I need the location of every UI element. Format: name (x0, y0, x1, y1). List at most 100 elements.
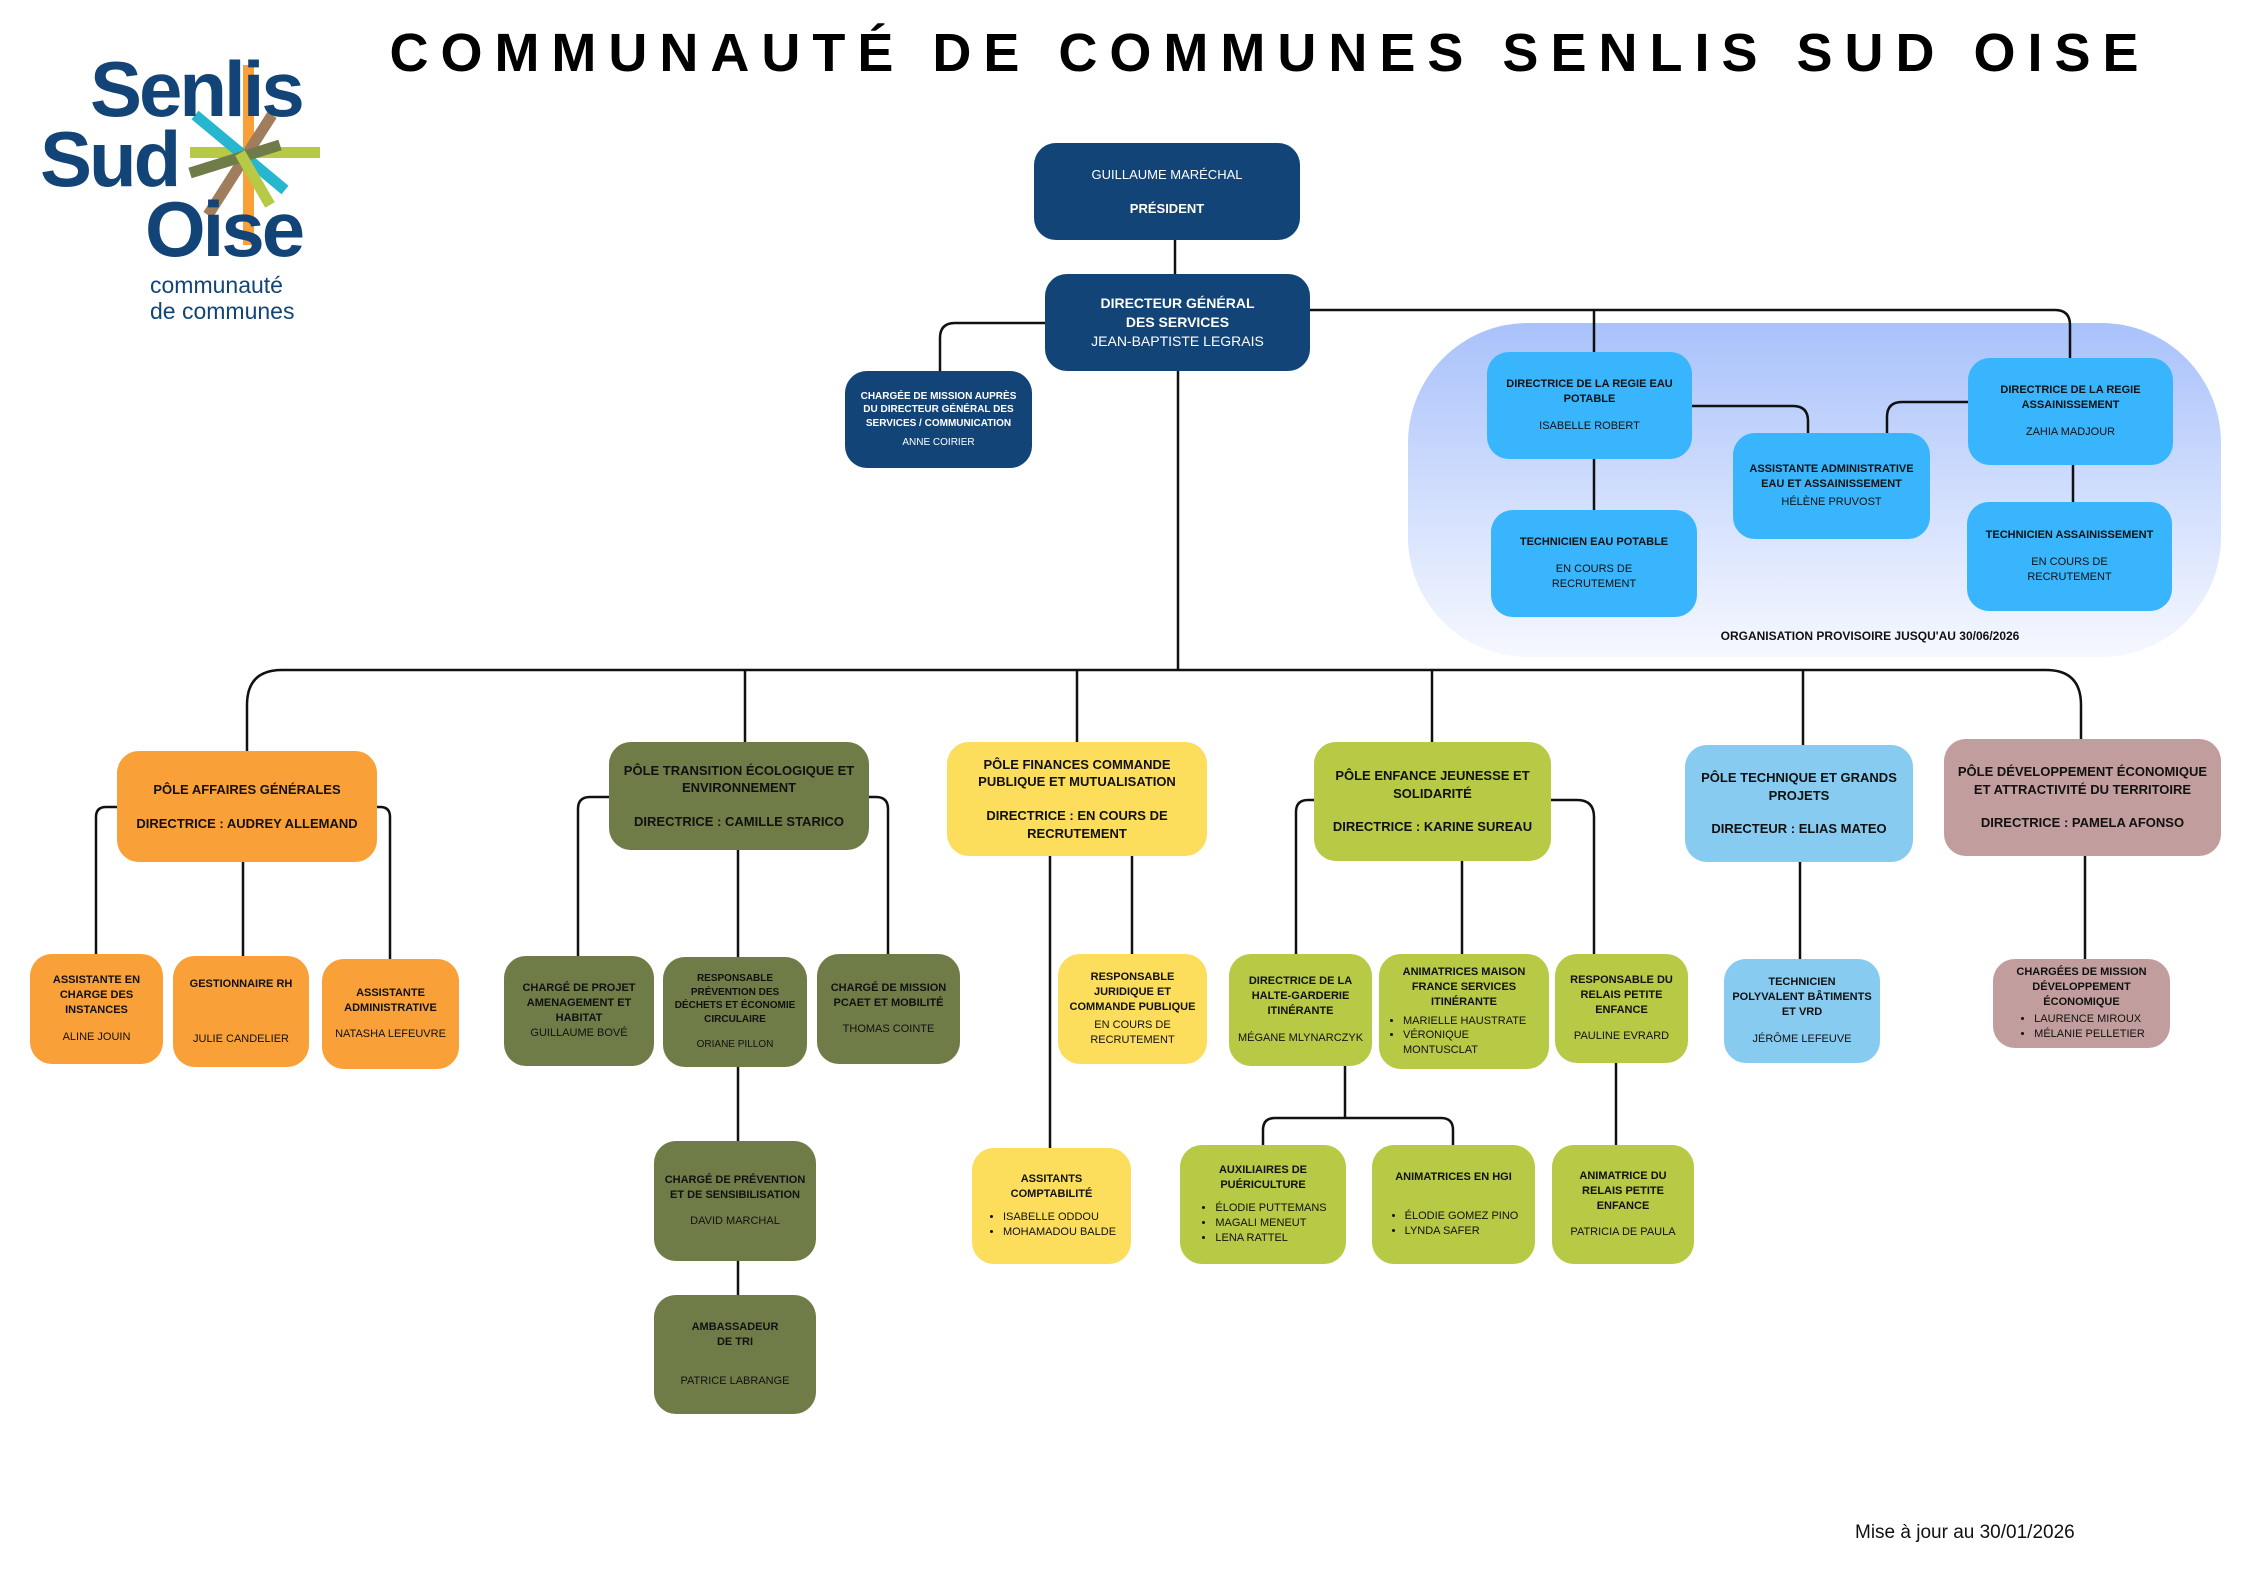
pole-director: DIRECTRICE : CAMILLE STARICO (634, 813, 844, 829)
pole-director: DIRECTRICE : EN COURS DE RECRUTEMENT (986, 808, 1168, 841)
logo-sub2: de communes (150, 297, 295, 324)
list-item: LENA RATTEL (1215, 1231, 1326, 1246)
logo-word-sud: Sud (40, 115, 181, 203)
pole-title: PÔLE TECHNIQUE ET GRANDS PROJETS (1701, 770, 1897, 803)
list-item: ÉLODIE GOMEZ PINO (1405, 1209, 1519, 1224)
box-name: PAULINE EVRARD (1573, 1030, 1670, 1043)
president-box: GUILLAUME MARÉCHAL PRÉSIDENT (1034, 143, 1300, 240)
pole-finances: PÔLE FINANCES COMMANDE PUBLIQUE ET MUTUA… (947, 742, 1207, 856)
box-name: NATASHA LEFEUVRE (335, 1028, 446, 1041)
box-title: ANIMATRICE DU RELAIS PETITE ENFANCE (1579, 1169, 1667, 1212)
mission-title: CHARGÉE DE MISSION AUPRÈS DU DIRECTEUR G… (860, 390, 1017, 429)
box-title: AUXILIAIRES DE PUÉRICULTURE (1218, 1164, 1307, 1192)
box-title: ANIMATRICES MAISON FRANCE SERVICES ITINÉ… (1402, 965, 1526, 1008)
box-name: ALINE JOUIN (62, 1030, 131, 1043)
assistants-comptabilite-box: ASSITANTS COMPTABILITÉ ISABELLE ODDOUMOHA… (972, 1148, 1131, 1264)
auxiliaires-puericulture-box: AUXILIAIRES DE PUÉRICULTURE ÉLODIE PUTTEM… (1180, 1145, 1346, 1264)
box-name: ORIANE PILLON (696, 1039, 774, 1051)
box-name: ISABELLE ROBERT (1539, 419, 1640, 432)
list-item: ISABELLE ODDOU (1003, 1210, 1116, 1225)
pole-title: PÔLE FINANCES COMMANDE PUBLIQUE ET MUTUA… (978, 756, 1176, 790)
box-name: JÉRÔME LEFEUVE (1752, 1032, 1852, 1045)
box-name: EN COURS DE RECRUTEMENT (1551, 563, 1637, 590)
update-date: Mise à jour au 30/01/2026 (1855, 1522, 2075, 1543)
animatrice-rpe-box: ANIMATRICE DU RELAIS PETITE ENFANCE PATRI… (1552, 1145, 1694, 1264)
pole-technique: PÔLE TECHNIQUE ET GRANDS PROJETS DIRECTEU… (1685, 745, 1913, 862)
box-name: EN COURS DE RECRUTEMENT (2027, 556, 2112, 583)
box-name: PATRICIA DE PAULA (1570, 1226, 1676, 1239)
technicien-polyvalent-box: TECHNICIEN POLYVALENT BÂTIMENTS ET VRD JÉ… (1724, 959, 1880, 1063)
list-item: MOHAMADOU BALDE (1003, 1225, 1116, 1240)
box-title: CHARGÉ DE PROJET AMENAGEMENT ET HABITAT (522, 982, 636, 1024)
logo-star-icon (188, 65, 320, 245)
box-title: DIRECTRICE DE LA REGIE ASSAINISSEMENT (2000, 384, 2141, 412)
technicien-assainissement-box: TECHNICIEN ASSAINISSEMENT EN COURS DE REC… (1967, 502, 2172, 611)
logo-sub1: communauté (150, 272, 283, 298)
regie-assainissement-box: DIRECTRICE DE LA REGIE ASSAINISSEMENT ZAH… (1968, 358, 2173, 465)
box-title: GESTIONNAIRE RH (189, 977, 293, 990)
pole-enfance-jeunesse: PÔLE ENFANCE JEUNESSE ET SOLIDARITÉ DIREC… (1314, 742, 1551, 861)
charge-prevention-box: CHARGÉ DE PRÉVENTION ET DE SENSIBILISATI… (654, 1141, 816, 1261)
box-title: TECHNICIEN EAU POTABLE (1519, 536, 1669, 549)
box-name: MÉGANE MLYNARCZYK (1237, 1031, 1364, 1044)
president-name: GUILLAUME MARÉCHAL (1091, 166, 1243, 182)
pole-director: DIRECTEUR : ELIAS MATEO (1711, 821, 1887, 837)
mission-dgs-box: CHARGÉE DE MISSION AUPRÈS DU DIRECTEUR G… (845, 371, 1032, 468)
charge-mission-pcaet-box: CHARGÉ DE MISSION PCAET ET MOBILITÉ THOMA… (817, 954, 960, 1064)
box-title: CHARGÉ DE MISSION PCAET ET MOBILITÉ (830, 981, 947, 1009)
list-item: LYNDA SAFER (1405, 1224, 1519, 1239)
list-item: MARIELLE HAUSTRATE (1403, 1014, 1541, 1029)
list-item: VÉRONIQUE MONTUSCLAT (1403, 1028, 1541, 1058)
name-list: MARIELLE HAUSTRATEVÉRONIQUE MONTUSCLAT (1387, 1014, 1541, 1059)
provisional-note: ORGANISATION PROVISOIRE JUSQU'AU 30/06/2… (1720, 629, 2020, 643)
mission-name: ANNE COIRIER (902, 437, 975, 448)
assistante-eau-assainissement-box: ASSISTANTE ADMINISTRATIVE EAU ET ASSAINI… (1733, 433, 1930, 539)
pole-director: DIRECTRICE : AUDREY ALLEMAND (136, 815, 358, 831)
box-name: THOMAS COINTE (842, 1023, 935, 1036)
box-name: GUILLAUME BOVÉ (530, 1026, 628, 1039)
directrice-halte-garderie-box: DIRECTRICE DE LA HALTE-GARDERIE ITINÉRAN… (1229, 954, 1372, 1066)
box-title: RESPONSABLE JURIDIQUE ET COMMANDE PUBLIQ… (1069, 970, 1196, 1013)
pole-director: DIRECTRICE : PAMELA AFONSO (1980, 815, 2185, 831)
responsable-rpe-box: RESPONSABLE DU RELAIS PETITE ENFANCE PAUL… (1555, 954, 1688, 1063)
box-name: DAVID MARCHAL (690, 1215, 780, 1228)
charge-projet-amenagement-box: CHARGÉ DE PROJET AMENAGEMENT ET HABITAT G… (504, 956, 654, 1066)
animatrices-france-services-box: ANIMATRICES MAISON FRANCE SERVICES ITINÉ… (1379, 954, 1549, 1069)
box-title: TECHNICIEN POLYVALENT BÂTIMENTS ET VRD (1732, 976, 1872, 1018)
box-title: DIRECTRICE DE LA HALTE-GARDERIE ITINÉRAN… (1248, 975, 1353, 1017)
dgs-title: DIRECTEUR GÉNÉRAL DES SERVICES (1100, 295, 1255, 331)
page-title: COMMUNAUTÉ DE COMMUNES SENLIS SUD OISE (389, 23, 2151, 83)
animatrices-hgi-box: ANIMATRICES EN HGIÉLODIE GOMEZ PINOLYNDA… (1372, 1145, 1535, 1264)
pole-director: DIRECTRICE : KARINE SUREAU (1332, 819, 1533, 835)
dgs-box: DIRECTEUR GÉNÉRAL DES SERVICES JEAN-BAPT… (1045, 274, 1310, 371)
box-title: ASSISTANTE ADMINISTRATIVE (344, 986, 437, 1014)
pole-title: PÔLE AFFAIRES GÉNÉRALES (153, 781, 341, 797)
name-list: ÉLODIE GOMEZ PINOLYNDA SAFER (1389, 1209, 1519, 1239)
box-title: AMBASSADEUR DE TRI (691, 1321, 779, 1349)
box-name: EN COURS DE RECRUTEMENT (1090, 1019, 1175, 1047)
technicien-eau-box: TECHNICIEN EAU POTABLE EN COURS DE RECRUT… (1491, 510, 1697, 617)
list-item: MÉLANIE PELLETIER (2034, 1027, 2145, 1042)
responsable-prevention-dechets-box: RESPONSABLE PRÉVENTION DES DÉCHETS ET ÉC… (663, 957, 807, 1067)
box-title: RESPONSABLE PRÉVENTION DES DÉCHETS ET ÉC… (674, 973, 796, 1025)
name-list: ÉLODIE PUTTEMANSMAGALI MENEUTLENA RATTEL (1199, 1201, 1326, 1246)
name-list: ISABELLE ODDOUMOHAMADOU BALDE (987, 1210, 1116, 1240)
box-title: DIRECTRICE DE LA REGIE EAU POTABLE (1506, 378, 1673, 406)
pole-title: PÔLE ENFANCE JEUNESSE ET SOLIDARITÉ (1335, 768, 1530, 801)
pole-transition-ecologique: PÔLE TRANSITION ÉCOLOGIQUE ET ENVIRONNEM… (609, 742, 869, 850)
regie-eau-box: DIRECTRICE DE LA REGIE EAU POTABLE ISABEL… (1487, 352, 1692, 459)
logo-word-oise: Oise (145, 185, 305, 273)
logo-word-senlis: Senlis (90, 45, 305, 133)
box-title: TECHNICIEN ASSAINISSEMENT (1985, 529, 2154, 542)
box-title: RESPONSABLE DU RELAIS PETITE ENFANCE (1570, 973, 1673, 1016)
box-title: CHARGÉES DE MISSION DÉVELOPPEMENT ÉCONOM… (2016, 966, 2147, 1009)
list-item: LAURENCE MIROUX (2034, 1012, 2145, 1027)
box-title: ASSITANTS COMPTABILITÉ (1010, 1173, 1093, 1201)
responsable-juridique-box: RESPONSABLE JURIDIQUE ET COMMANDE PUBLIQ… (1058, 954, 1207, 1064)
chargees-mission-dev-eco-box: CHARGÉES DE MISSION DÉVELOPPEMENT ÉCONOM… (1993, 959, 2170, 1048)
box-name: ZAHIA MADJOUR (2025, 425, 2116, 438)
